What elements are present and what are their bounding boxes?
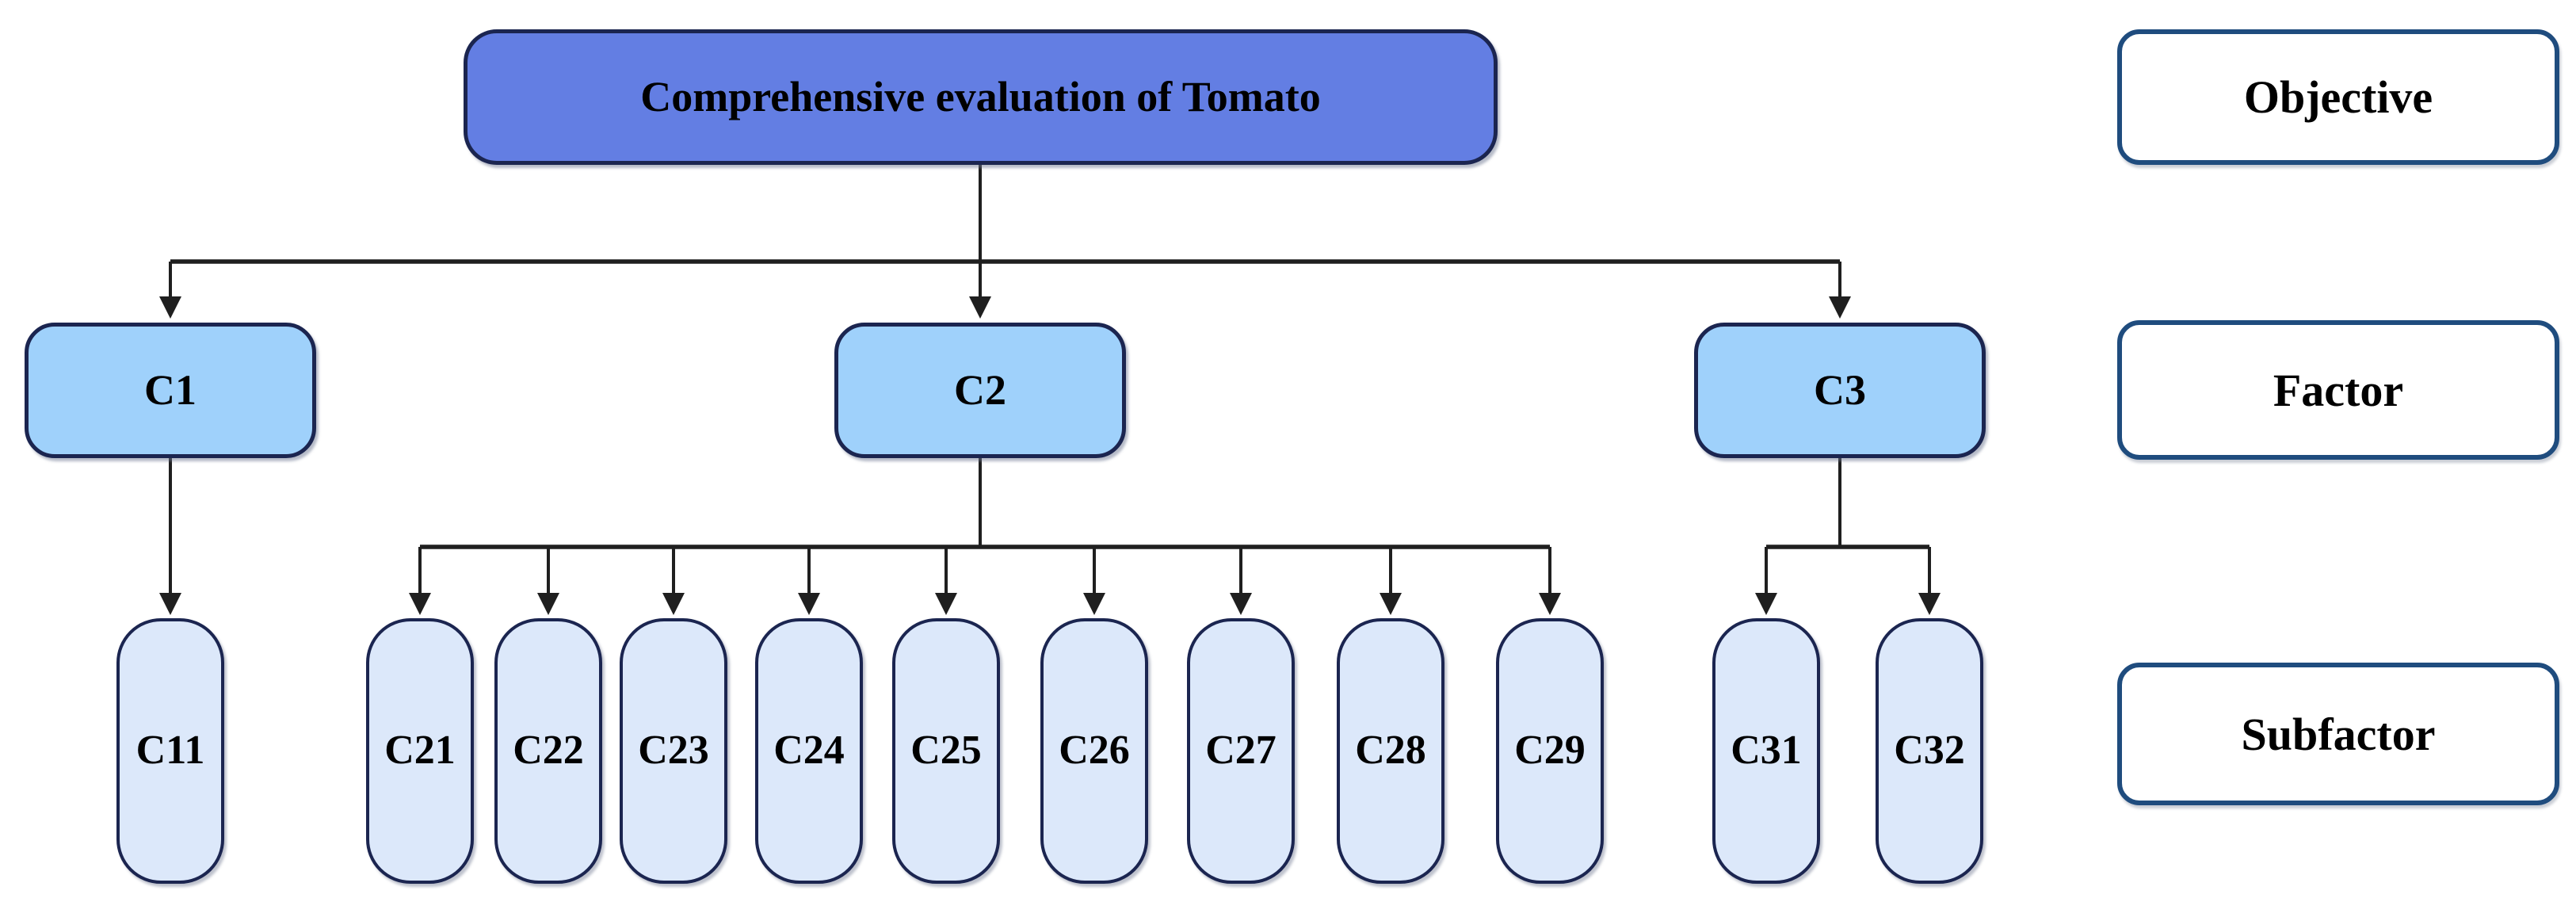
legend-factor-box: Factor [2117,320,2559,460]
node-subfactor-c26: C26 [1040,618,1148,884]
node-subfactor-c24: C24 [755,618,863,884]
node-factor-c2: C2 [834,323,1126,458]
node-subfactor-c23: C23 [620,618,727,884]
legend-objective-box: Objective [2117,29,2559,165]
node-subfactor-c31: C31 [1712,618,1820,884]
node-factor-c1: C1 [25,323,316,458]
node-subfactor-c22: C22 [494,618,602,884]
legend-subfactor-box: Subfactor [2117,663,2559,805]
node-subfactor-c21: C21 [366,618,474,884]
node-subfactor-c11: C11 [116,618,224,884]
node-subfactor-c29: C29 [1496,618,1604,884]
node-factor-c3: C3 [1694,323,1986,458]
node-objective-root: Comprehensive evaluation of Tomato [464,29,1498,165]
node-subfactor-c25: C25 [892,618,1000,884]
node-subfactor-c27: C27 [1187,618,1295,884]
node-subfactor-c32: C32 [1876,618,1983,884]
node-subfactor-c28: C28 [1337,618,1444,884]
